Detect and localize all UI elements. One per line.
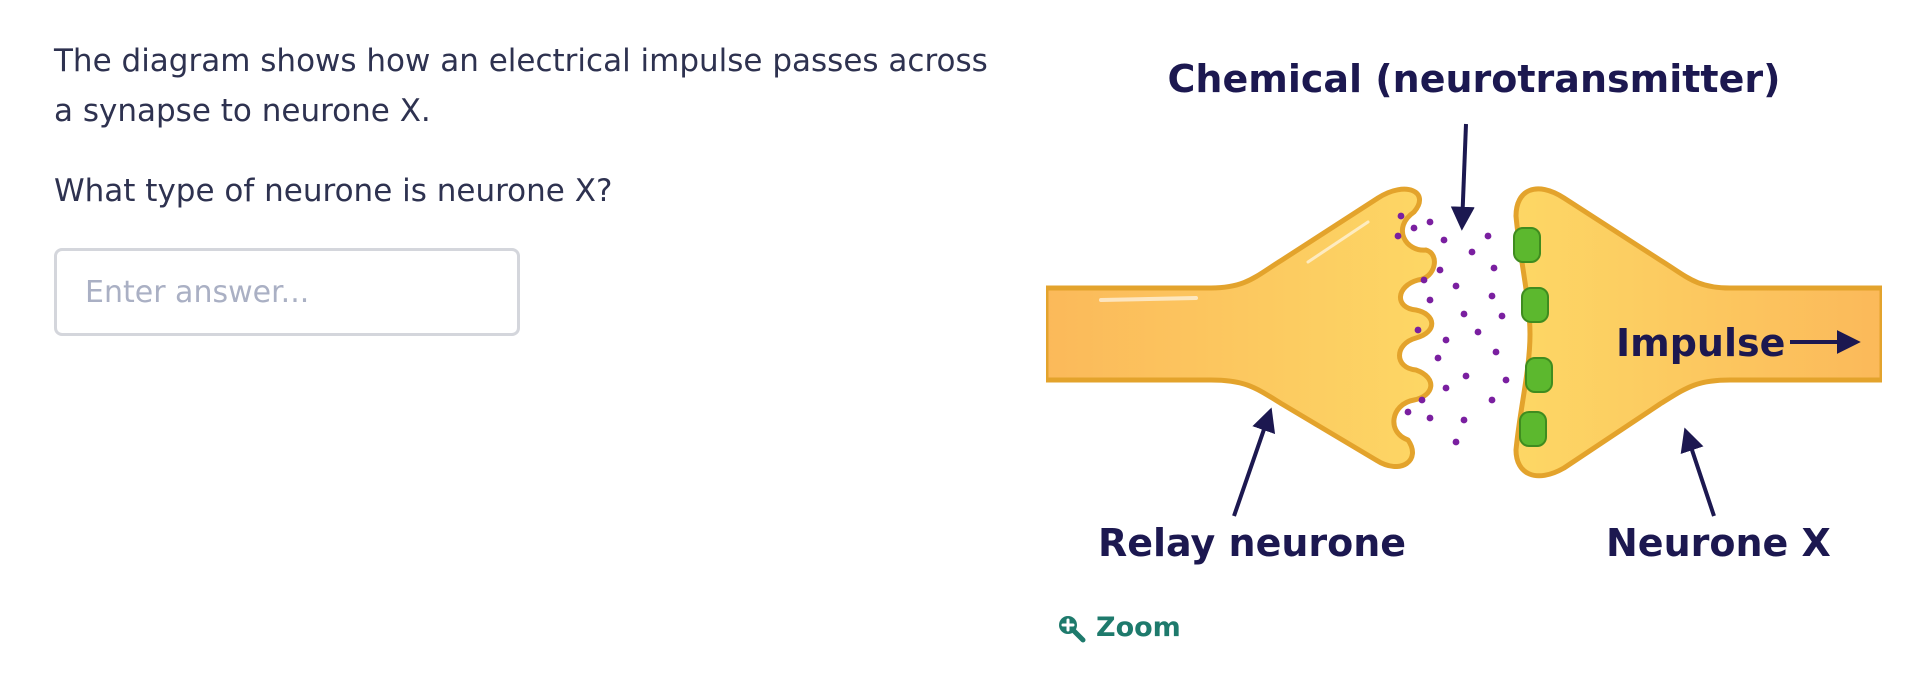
zoom-button[interactable]: Zoom bbox=[1056, 612, 1181, 643]
relay-highlight-bottom bbox=[1244, 390, 1348, 450]
relay-neurone-shape bbox=[1046, 186, 1437, 469]
neurone-x-shape bbox=[1513, 186, 1882, 479]
relay-highlight-top bbox=[1306, 220, 1370, 264]
neurone-x-arrow bbox=[1680, 427, 1716, 517]
zoom-label: Zoom bbox=[1096, 612, 1181, 643]
receptors bbox=[1513, 227, 1553, 447]
relay-highlight bbox=[1099, 296, 1198, 302]
relay-arrow bbox=[1232, 407, 1276, 517]
synapse-diagram-svg: Chemical (neurotransmitter) Impulse Rela… bbox=[1046, 57, 1882, 565]
label-relay-neurone: Relay neurone bbox=[1098, 521, 1406, 565]
question-text: The diagram shows how an electrical impu… bbox=[54, 43, 988, 129]
label-neurone-x: Neurone X bbox=[1606, 521, 1831, 565]
question-prompt: What type of neurone is neurone X? bbox=[54, 173, 613, 209]
question-panel: The diagram shows how an electrical impu… bbox=[54, 36, 1014, 336]
answer-input[interactable] bbox=[54, 248, 520, 336]
chemical-arrow bbox=[1450, 123, 1475, 231]
label-impulse: Impulse bbox=[1616, 321, 1785, 365]
label-chemical: Chemical (neurotransmitter) bbox=[1168, 57, 1781, 101]
zoom-in-icon bbox=[1056, 613, 1086, 643]
synapse-diagram: Chemical (neurotransmitter) Impulse Rela… bbox=[1046, 40, 1882, 580]
